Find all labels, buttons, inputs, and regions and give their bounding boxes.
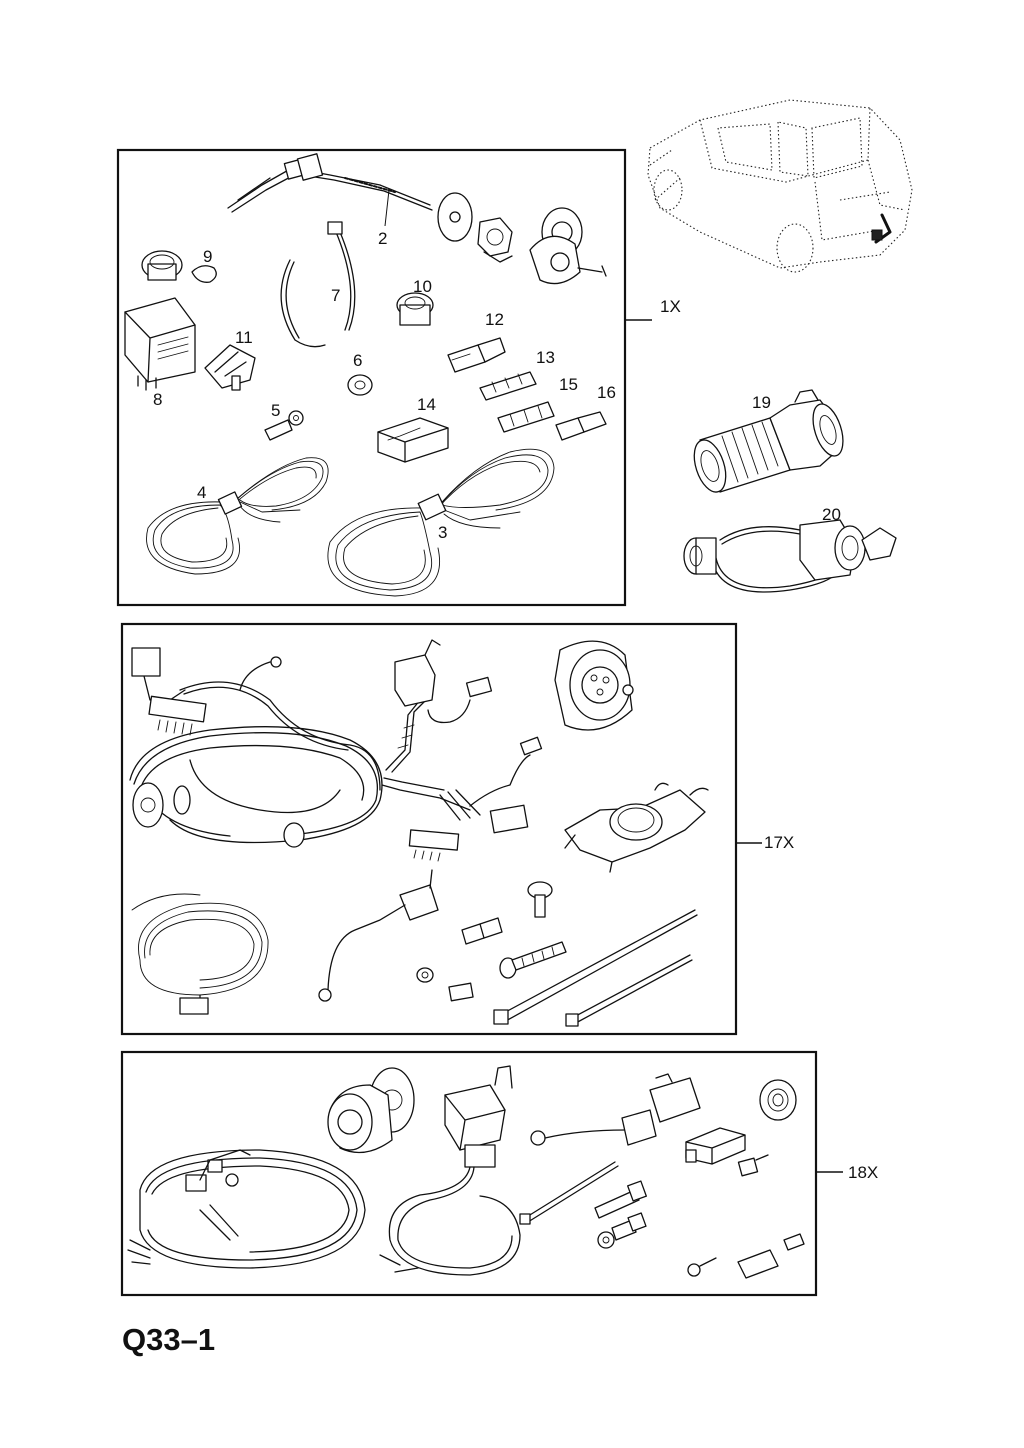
vehicle-illustration — [647, 99, 913, 273]
lamp-socket-10 — [396, 292, 434, 326]
small-fasteners-17 — [416, 881, 698, 1027]
terminal-12 — [447, 337, 506, 373]
callout-13: 13 — [536, 348, 555, 367]
bulb-socket-9 — [141, 250, 217, 283]
callout-11: 11 — [235, 328, 253, 347]
callout-5: 5 — [271, 401, 280, 420]
callout-7: 7 — [331, 286, 340, 305]
group-label-18x: 18X — [848, 1163, 878, 1182]
module-harness-18 — [379, 1065, 521, 1276]
kit-18-panel — [120, 1050, 818, 1297]
wiring-harness-17 — [129, 639, 543, 862]
callout-15: 15 — [559, 375, 578, 394]
group-label-1x: 1X — [660, 297, 681, 316]
callout-19: 19 — [752, 393, 771, 412]
terminal-15 — [497, 401, 555, 433]
callout-4: 4 — [197, 483, 206, 502]
callout-10: 10 — [413, 277, 432, 296]
callout-20: 20 — [822, 505, 841, 524]
callout-9: 9 — [203, 247, 212, 266]
socket-13pin-17 — [554, 640, 634, 731]
fuse-11 — [204, 344, 256, 391]
callout-8: 8 — [153, 390, 162, 409]
connector-housing-14 — [377, 417, 449, 463]
adapter-cable-20 — [683, 519, 897, 593]
small-parts-18 — [519, 1154, 805, 1279]
callout-16: 16 — [597, 383, 616, 402]
page-code: Q33–1 — [122, 1322, 215, 1357]
callout-3: 3 — [438, 523, 447, 542]
connector-plug-18 — [685, 1127, 746, 1165]
grommet-6 — [347, 374, 373, 396]
terminal-13 — [479, 371, 537, 401]
cable-tie-7 — [280, 221, 356, 348]
callout-12: 12 — [485, 310, 504, 329]
group-label-17x: 17X — [764, 833, 794, 852]
kit-17-panel — [120, 622, 738, 1036]
wiring-harness-18 — [127, 1149, 366, 1269]
grommet-18 — [759, 1079, 797, 1121]
callout-2: 2 — [378, 229, 387, 248]
earth-wire-17 — [318, 869, 439, 1002]
flasher-relay-8 — [124, 297, 196, 391]
terminal-16 — [555, 411, 607, 441]
wiring-harness-2 — [227, 153, 607, 285]
callout-6: 6 — [353, 351, 362, 370]
socket-adapter-19 — [693, 389, 844, 493]
wire-bundle-3 — [327, 448, 555, 597]
ring-terminal-5 — [264, 410, 304, 441]
kit-1-panel — [116, 148, 627, 607]
wire-loop-17 — [131, 893, 269, 1015]
callout-14: 14 — [417, 395, 436, 414]
mounting-bracket-17 — [564, 782, 709, 873]
wire-bundle-4 — [146, 457, 329, 575]
earth-lead-18 — [530, 1073, 701, 1146]
socket-18 — [327, 1067, 415, 1154]
